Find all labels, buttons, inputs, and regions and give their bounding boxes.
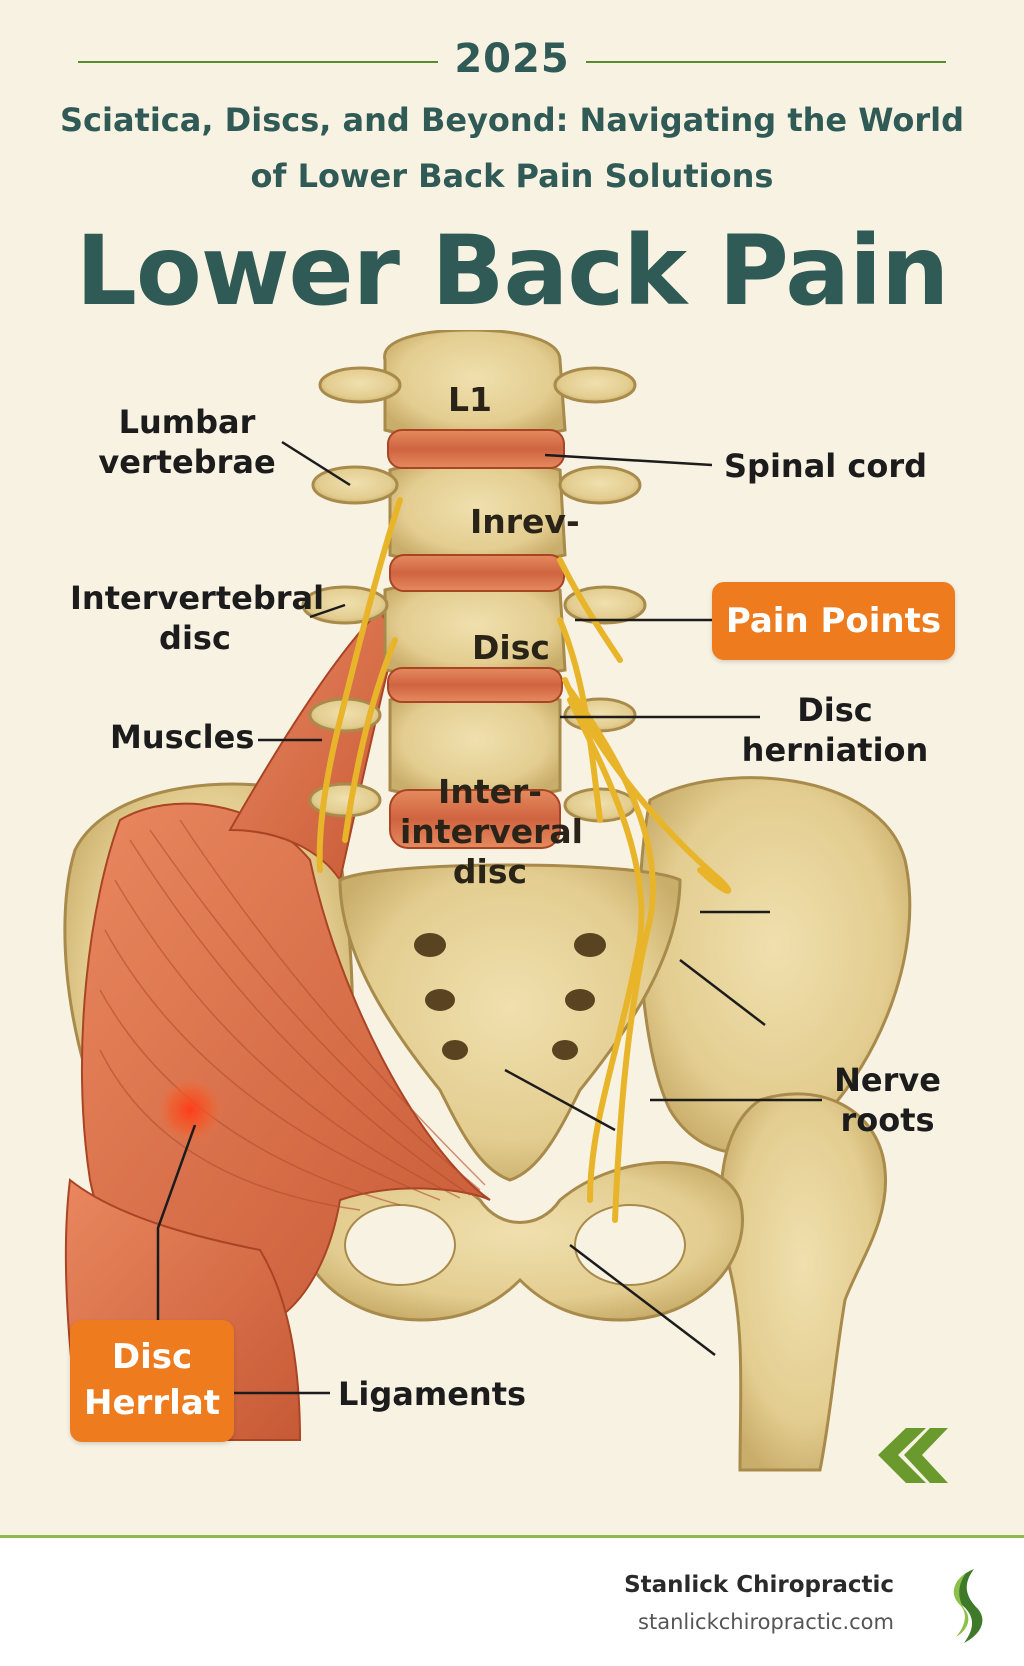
callout-muscles: Muscles (110, 718, 255, 756)
callout-intervertebral-disc-line-2: disc (159, 619, 231, 657)
divider-left (78, 61, 438, 63)
gluteal-muscle (80, 802, 491, 1332)
vertebra-label-2: Inrev- (470, 502, 580, 541)
callout-lumbar-vertebrae-line-2: vertebrae (98, 443, 276, 481)
vertebra-label-4-line-3: disc (452, 852, 528, 891)
callout-disc-herniation: Disc herniation (735, 690, 935, 770)
callout-intervertebral-disc: Intervertebral disc (70, 578, 325, 658)
year-label: 2025 (454, 36, 570, 82)
intervertebral-discs (387, 429, 565, 849)
callout-disc-herniation-line-2: herniation (741, 731, 929, 769)
callout-lumbar-vertebrae-line-1: Lumbar (118, 403, 256, 441)
callout-nerve-roots-line-2: roots (840, 1101, 935, 1139)
muscle-striations (99, 819, 486, 1211)
sacral-foramina (414, 933, 606, 1060)
page-title: Lower Back Pain (75, 215, 950, 327)
vertebra-label-3: Disc (472, 628, 550, 667)
footer-rule (0, 1535, 1024, 1538)
right-femur (719, 1092, 888, 1472)
pain-points-badge: Pain Points (712, 582, 955, 660)
subtitle: Sciatica, Discs, and Beyond: Navigating … (40, 92, 984, 204)
callout-disc-herniation-line-1: Disc (797, 691, 873, 729)
vertebra-label-4-line-2: interveral (400, 812, 583, 851)
callout-nerve-roots: Nerve roots (825, 1060, 950, 1140)
spine-pelvis-illustration (63, 330, 912, 1472)
brand-url: stanlickchiropractic.com (638, 1610, 894, 1634)
subtitle-line-2: of Lower Back Pain Solutions (250, 157, 774, 195)
leader-lines (156, 440, 822, 1395)
double-chevron-left-icon (878, 1428, 948, 1483)
callout-ligaments: Ligaments (338, 1375, 527, 1413)
callout-lumbar-vertebrae: Lumbar vertebrae (92, 402, 282, 482)
callout-intervertebral-disc-line-1: Intervertebral (70, 579, 325, 617)
callout-spinal-cord: Spinal cord (724, 447, 928, 485)
footer (0, 1538, 1024, 1666)
s-swoosh-logo-icon (953, 1569, 983, 1643)
nerve-roots (316, 497, 732, 1223)
disc-herrlat-badge: Disc Herrlat (70, 1320, 234, 1442)
pain-point-glow (158, 1078, 222, 1142)
divider-right (586, 61, 946, 63)
vertebra-label-4: Inter- interveral disc (400, 772, 583, 892)
disc-herrlat-line-2: Herrlat (84, 1383, 220, 1423)
brand-name: Stanlick Chiropractic (624, 1572, 894, 1598)
vertebra-label-l1: L1 (448, 380, 492, 419)
callout-nerve-roots-line-1: Nerve (834, 1061, 941, 1099)
subtitle-line-1: Sciatica, Discs, and Beyond: Navigating … (59, 101, 965, 139)
vertebra-label-4-line-1: Inter- (438, 772, 542, 811)
year-row: 2025 (78, 36, 946, 86)
disc-herrlat-line-1: Disc (111, 1337, 193, 1377)
